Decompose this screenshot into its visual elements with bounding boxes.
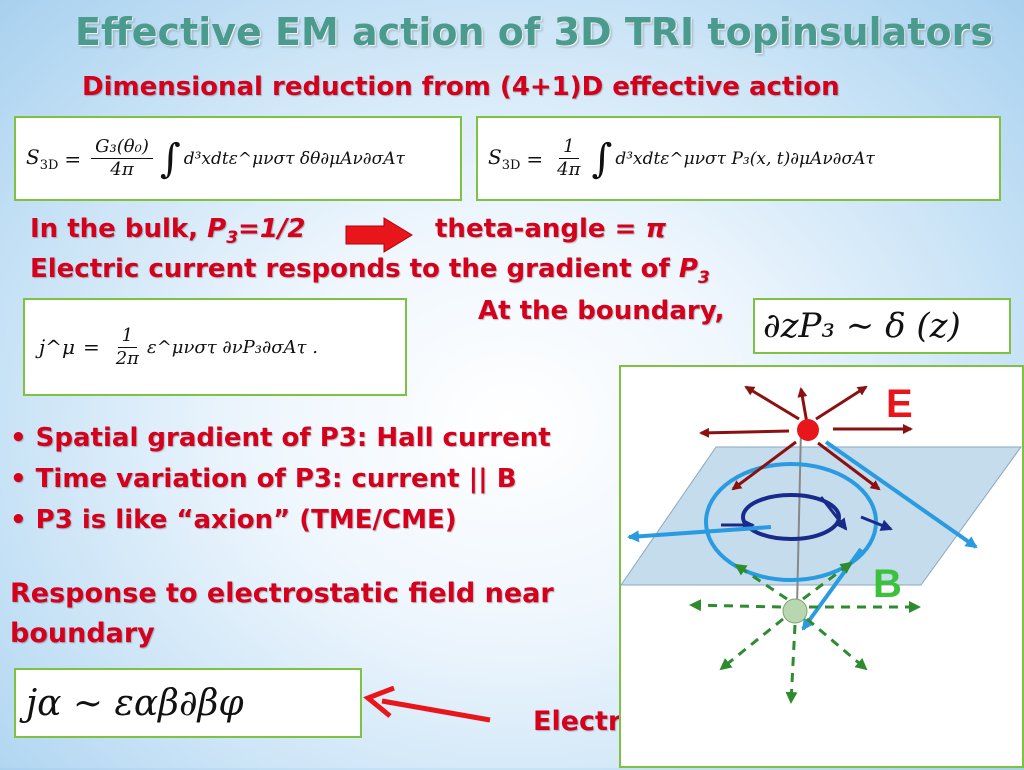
charge-dot [797,419,819,441]
e-field-arrow [699,427,790,438]
eq4-body: ∂zP₃ ∼ δ (z) [763,306,961,346]
equation-box-5: jα ∼ εαβ∂βφ [14,668,362,738]
image-charge-dot [782,598,808,624]
field-diagram: E B [619,365,1024,768]
implication-arrow [345,217,413,253]
electric-current-statement: Electric current responds to the gradien… [30,254,710,289]
current-arrow [819,496,848,531]
eq3-lhs: j^μ [39,335,75,359]
eq1-integral: ∫ [159,135,181,182]
eq3-body: ε^μνστ ∂νP₃∂σAτ . [147,336,318,358]
b-field-arrow [824,440,978,549]
e-field-arrow [731,440,797,491]
image-field-arrow [806,617,868,671]
boundary-plane [620,446,1022,586]
label-e: E [886,382,913,426]
eq3-fraction: 1 2π [112,325,143,370]
image-field-arrow [719,617,784,671]
slide-title: Effective EM action of 3D TRI topinsulat… [75,10,993,54]
eq2-integral: ∫ [591,135,613,182]
pointer-arrow [363,686,491,723]
eq1-denominator: 4π [110,159,134,180]
eq2-lhs: S3D [488,144,521,173]
equation-box-2: S3D = 1 4π ∫ d³xdtε^μνστ P₃(x, t)∂μAν∂σA… [476,116,1001,201]
bullet-list: • Spatial gradient of P3: Hall current •… [10,418,551,541]
current-arrow [860,515,893,531]
e-field-arrow [817,441,881,491]
eq3-equals: = [82,335,100,359]
eq1-numerator: G₃(θ₀) [91,136,153,159]
eq2-fraction: 1 4π [553,136,584,181]
bullet-item: • Time variation of P3: current || B [10,464,517,494]
image-field-arrow [734,563,788,601]
axis-line [796,428,802,608]
eq1-equals: = [64,146,82,171]
boundary-label: At the boundary, [478,296,725,326]
b-field-arrow [627,525,772,543]
image-field-arrow [802,561,853,601]
e-field-arrow [744,385,800,421]
equation-box-3: j^μ = 1 2π ε^μνστ ∂νP₃∂σAτ . [23,298,407,396]
eq1-fraction: G₃(θ₀) 4π [91,136,153,181]
eq5-body: jα ∼ εαβ∂βφ [26,682,244,724]
theta-statement: theta-angle = π [435,214,667,244]
image-field-arrow [689,599,782,612]
eq1-body: d³xdtε^μνστ δθ∂μAν∂σAτ [183,148,405,169]
eq2-numerator: 1 [559,136,579,159]
image-field-arrow [785,624,798,704]
label-b: B [873,562,902,606]
current-loop [741,493,841,541]
e-field-arrow [815,385,868,421]
equation-box-1: S3D = G₃(θ₀) 4π ∫ d³xdtε^μνστ δθ∂μAν∂σAτ [14,116,462,201]
bullet-item: • P3 is like “axion” (TME/CME) [10,505,457,535]
equation-box-4: ∂zP₃ ∼ δ (z) [753,298,1011,354]
eq2-denominator: 4π [557,159,581,180]
response-statement: Response to electrostatic field near bou… [10,578,554,649]
eq1-lhs: S3D [26,144,59,173]
eq2-body: d³xdtε^μνστ P₃(x, t)∂μAν∂σAτ [615,148,875,169]
eq2-equals: = [526,146,544,171]
field-diagram-svg: E B [620,382,1022,704]
eq3-denominator: 2π [115,347,140,369]
eq3-numerator: 1 [117,325,138,348]
bullet-item: • Spatial gradient of P3: Hall current [10,423,551,453]
slide-subtitle: Dimensional reduction from (4+1)D effect… [82,72,840,102]
bulk-statement: In the bulk, P3=1/2 [30,214,306,249]
